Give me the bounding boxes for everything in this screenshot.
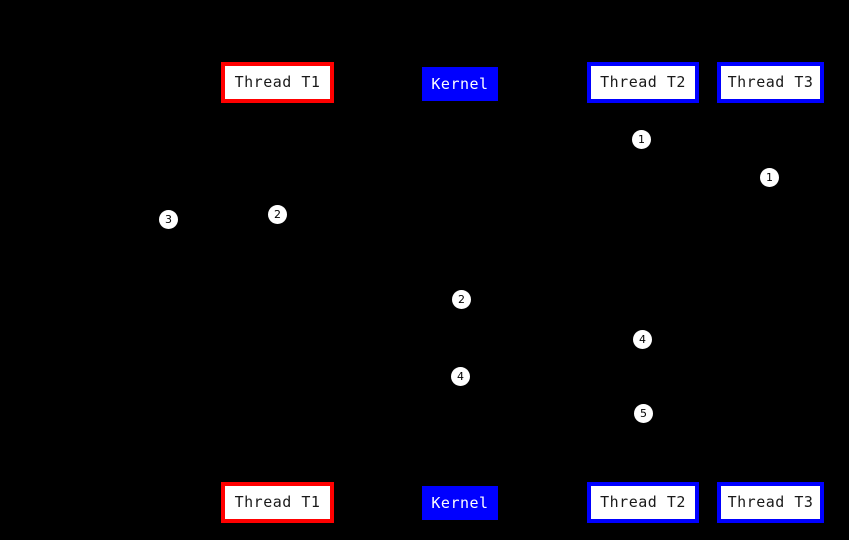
lane-footer-thread-t1[interactable]: Thread T1 [221, 482, 334, 523]
lane-header-kernel[interactable]: Kernel [422, 67, 498, 101]
lane-header-thread-t3-label: Thread T3 [727, 73, 814, 91]
lane-footer-thread-t3-label: Thread T3 [727, 493, 814, 511]
lane-header-thread-t1-label: Thread T1 [234, 73, 321, 91]
step-marker-thread-t2-1[interactable]: 1 [632, 130, 651, 149]
lifeline-thread-t1 [277, 103, 278, 482]
lifeline-thread-t2 [643, 103, 644, 482]
lifeline-thread-t3 [770, 103, 771, 482]
step-marker-label: 1 [638, 133, 645, 146]
step-marker-label: 2 [458, 293, 465, 306]
lane-header-thread-t1[interactable]: Thread T1 [221, 62, 334, 103]
step-marker-kernel-2[interactable]: 2 [452, 290, 471, 309]
step-marker-thread-t1-3[interactable]: 3 [159, 210, 178, 229]
step-marker-label: 1 [766, 171, 773, 184]
lane-footer-kernel[interactable]: Kernel [422, 486, 498, 520]
step-marker-thread-t2-5[interactable]: 5 [634, 404, 653, 423]
step-marker-thread-t1-2[interactable]: 2 [268, 205, 287, 224]
step-marker-thread-t2-4[interactable]: 4 [633, 330, 652, 349]
lane-header-thread-t3[interactable]: Thread T3 [717, 62, 824, 103]
step-marker-label: 4 [639, 333, 646, 346]
step-marker-label: 3 [165, 213, 172, 226]
lane-footer-thread-t3[interactable]: Thread T3 [717, 482, 824, 523]
lane-footer-thread-t2-label: Thread T2 [600, 493, 686, 511]
lane-footer-kernel-label: Kernel [431, 493, 489, 512]
lane-footer-thread-t2[interactable]: Thread T2 [587, 482, 699, 523]
lane-header-thread-t2-label: Thread T2 [600, 73, 686, 91]
lane-footer-thread-t1-label: Thread T1 [234, 493, 321, 511]
step-marker-label: 2 [274, 208, 281, 221]
step-marker-thread-t3-1[interactable]: 1 [760, 168, 779, 187]
step-marker-label: 4 [457, 370, 464, 383]
lane-header-kernel-label: Kernel [431, 74, 489, 93]
lane-header-thread-t2[interactable]: Thread T2 [587, 62, 699, 103]
step-marker-kernel-4[interactable]: 4 [451, 367, 470, 386]
step-marker-label: 5 [640, 407, 647, 420]
